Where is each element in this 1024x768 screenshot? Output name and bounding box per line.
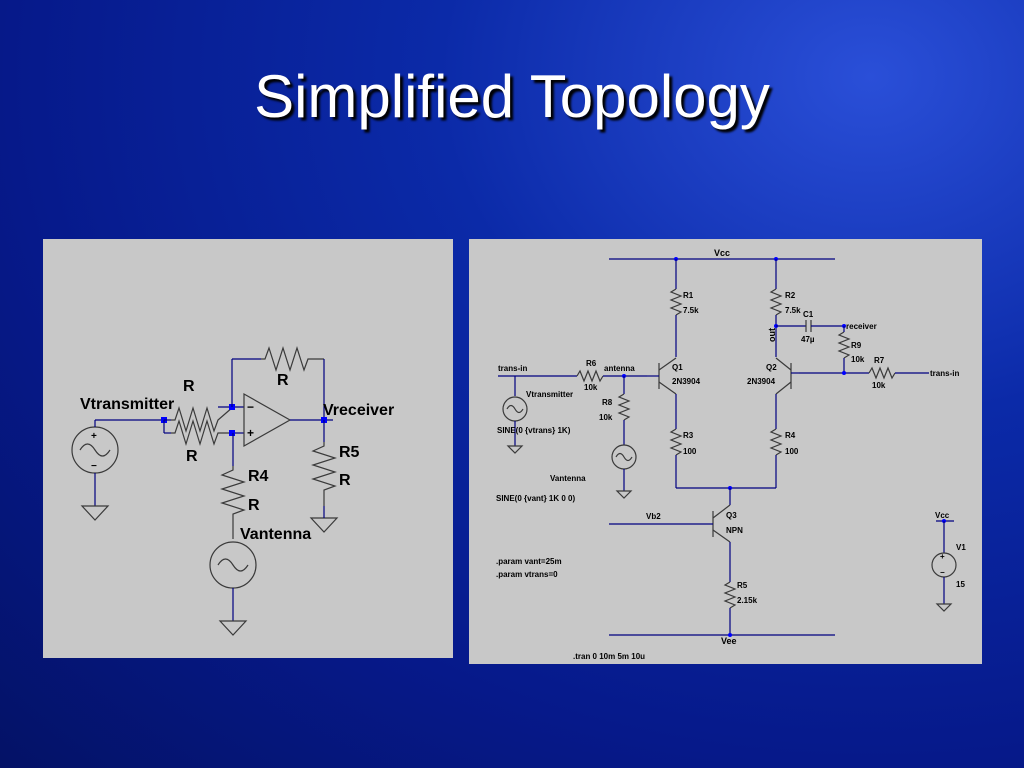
r2-name: R2: [785, 291, 796, 300]
r4-value: 100: [785, 447, 799, 456]
r5-value: R: [339, 472, 351, 489]
resistor-r5: [723, 581, 737, 609]
opamp-minus: −: [247, 400, 254, 414]
transistor-schematic-panel: Vcc R1 7.5k R2 7.5k out C1 47µ receiver …: [469, 239, 982, 664]
vtrans-spec: SINE(0 {vtrans} 1K): [497, 426, 571, 435]
r3-value: 100: [683, 447, 697, 456]
ground-icon: [80, 505, 110, 521]
vee-label: Vee: [721, 636, 737, 646]
vantenna-source: [209, 541, 257, 636]
tran-directive: .tran 0 10m 5m 10u: [573, 652, 645, 661]
r-feedback-label: R: [277, 372, 289, 389]
q3-name: Q3: [726, 511, 737, 520]
src-minus: −: [91, 461, 97, 472]
r5-name: R5: [737, 581, 748, 590]
r5-value: 2.15k: [737, 596, 758, 605]
antenna-label: antenna: [604, 364, 635, 373]
resistor-r-feedback: [261, 346, 324, 372]
vtransmitter-label: Vtransmitter: [526, 390, 573, 399]
vtransmitter-source: + −: [71, 419, 164, 521]
q2-model: 2N3904: [747, 377, 776, 386]
opamp: − +: [243, 392, 292, 448]
r7-value: 10k: [872, 381, 886, 390]
r7-name: R7: [874, 356, 885, 365]
slide-title: Simplified Topology: [254, 63, 770, 130]
opamp-plus: +: [247, 426, 254, 440]
v1-minus: −: [940, 568, 945, 577]
transistor-schematic: Vcc R1 7.5k R2 7.5k out C1 47µ receiver …: [496, 248, 966, 661]
q1-model: 2N3904: [672, 377, 701, 386]
r1-name: R1: [683, 291, 694, 300]
trans-in-right: trans-in: [930, 369, 959, 378]
r4-name: R4: [248, 468, 269, 485]
resistor-r-bottom: [171, 418, 233, 447]
opamp-schematic-panel: + − Vtransmitter R R − + R Vreceiver R5 …: [43, 239, 453, 658]
resistor-r2: [769, 288, 783, 316]
q1-name: Q1: [672, 363, 683, 372]
resistor-r4: [769, 428, 783, 456]
v1-plus: +: [940, 552, 945, 561]
r6-value: 10k: [584, 383, 598, 392]
r4-value: R: [248, 497, 260, 514]
r9-value: 10k: [851, 355, 865, 364]
r1-value: 7.5k: [683, 306, 699, 315]
vreceiver-label: Vreceiver: [323, 402, 394, 419]
out-label: out: [767, 328, 777, 342]
resistor-r-top: [171, 405, 234, 434]
vant-spec: SINE(0 {vant} 1K 0 0): [496, 494, 575, 503]
vtransmitter-label: Vtransmitter: [80, 396, 174, 413]
vantenna-label: Vantenna: [240, 526, 311, 543]
c1-name: C1: [803, 310, 814, 319]
r9-name: R9: [851, 341, 862, 350]
resistor-r5: [311, 442, 337, 506]
vb2-label: Vb2: [646, 512, 661, 521]
resistor-r4: [220, 466, 246, 539]
r-top-label: R: [183, 378, 195, 395]
r-bottom-label: R: [186, 448, 198, 465]
ground-icon: [506, 445, 524, 454]
q2-name: Q2: [766, 363, 777, 372]
ground-icon: [309, 517, 339, 533]
resistor-r1: [669, 288, 683, 316]
r8-value: 10k: [599, 413, 613, 422]
v1-name: V1: [956, 543, 966, 552]
q3-model: NPN: [726, 526, 743, 535]
vantenna-label: Vantenna: [550, 474, 586, 483]
resistor-r7: [868, 366, 896, 380]
param-vtrans: .param vtrans=0: [496, 570, 558, 579]
r5-name: R5: [339, 444, 360, 461]
ground-icon: [615, 490, 633, 499]
r3-name: R3: [683, 431, 694, 440]
vcc-label: Vcc: [714, 248, 730, 258]
transistor-q2: [775, 357, 799, 395]
resistor-r3: [669, 428, 683, 456]
vcc-right-label: Vcc: [935, 511, 950, 520]
resistor-r8: [617, 393, 631, 421]
transistor-q1: [647, 357, 677, 395]
trans-in-left: trans-in: [498, 364, 527, 373]
r6-name: R6: [586, 359, 597, 368]
r8-name: R8: [602, 398, 613, 407]
receiver-label: receiver: [846, 322, 877, 331]
ground-icon: [935, 603, 953, 612]
src-plus: +: [91, 431, 97, 442]
resistor-r9: [837, 331, 851, 359]
c1-value: 47µ: [801, 335, 815, 344]
resistor-r6: [576, 369, 604, 383]
v1-value: 15: [956, 580, 965, 589]
param-vant: .param vant=25m: [496, 557, 562, 566]
ground-icon: [218, 620, 248, 636]
opamp-schematic: + − Vtransmitter R R − + R Vreceiver R5 …: [71, 346, 394, 636]
r4-name: R4: [785, 431, 796, 440]
r2-value: 7.5k: [785, 306, 801, 315]
